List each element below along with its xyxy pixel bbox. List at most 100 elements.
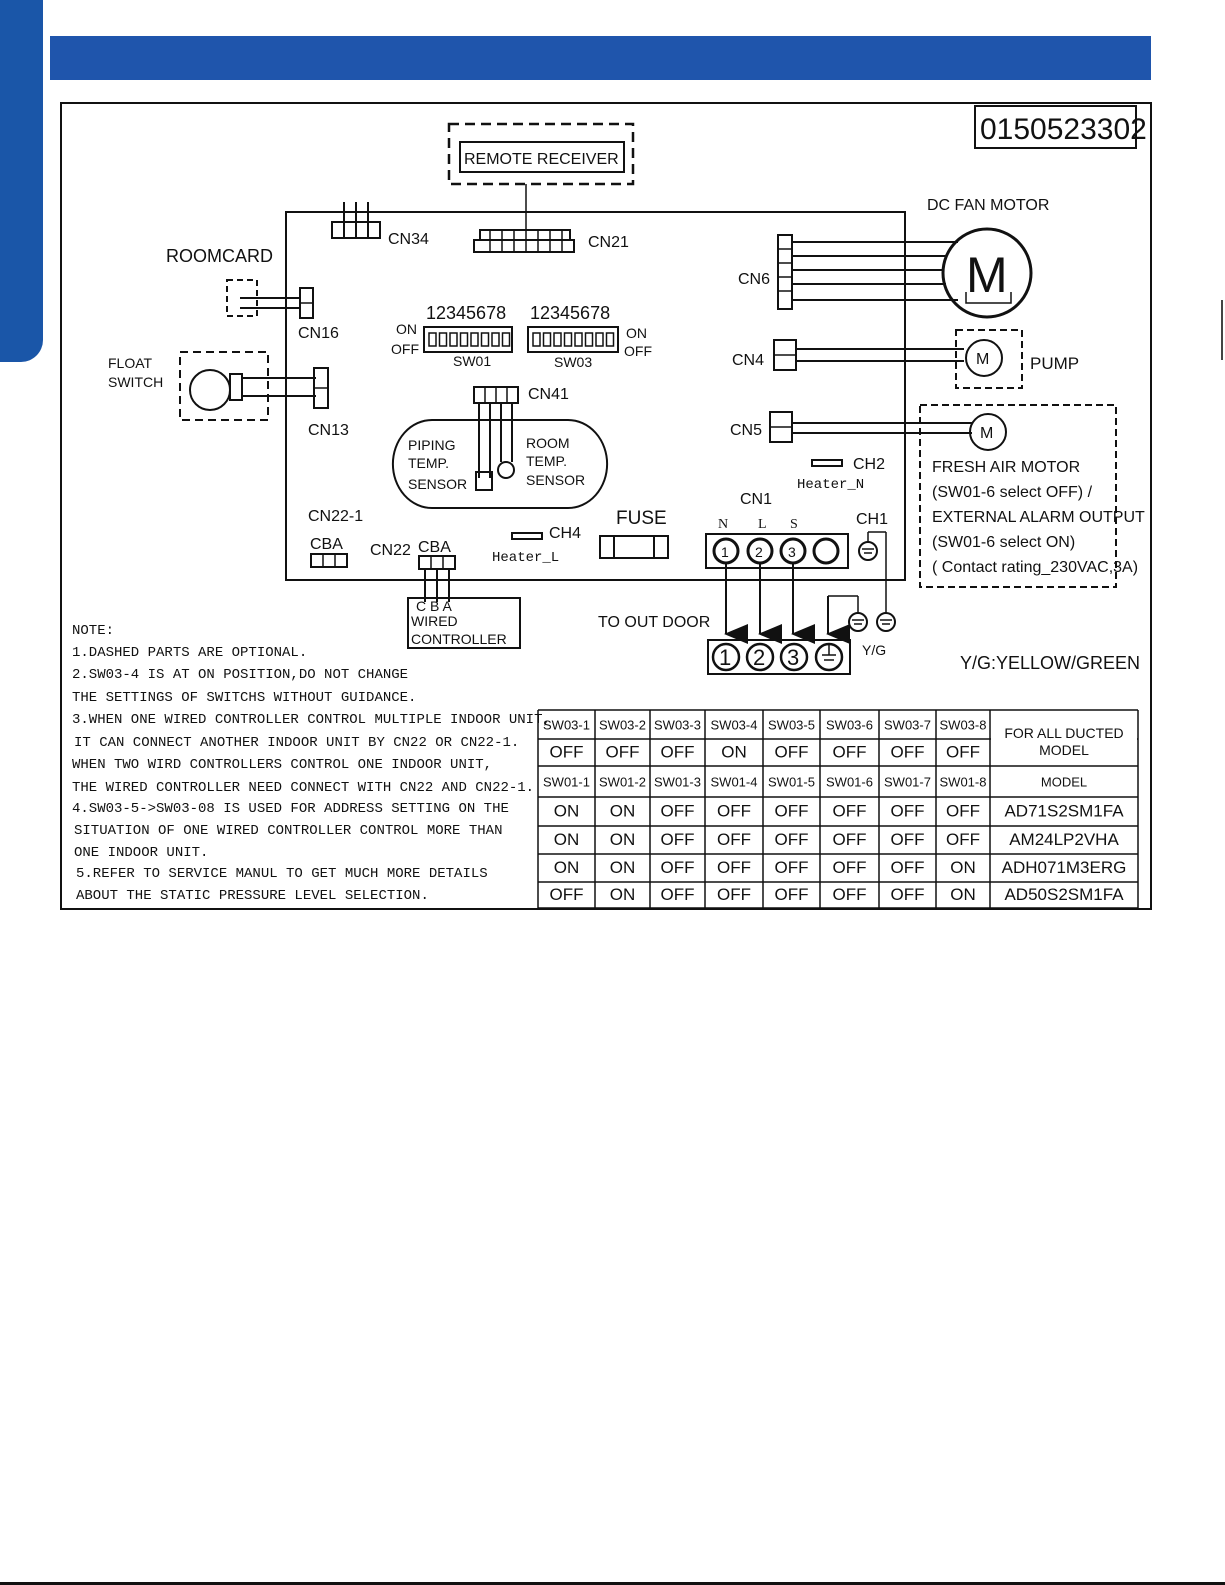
fresh-air-label-2: (SW01-6 select OFF) / — [932, 484, 1093, 501]
dip-switch-cell — [491, 332, 500, 347]
outdoor-wiring: TO OUT DOOR 1 2 3 Y/G Y/G:YELLOW/GREEN — [598, 564, 1140, 675]
table-value-cell: OFF — [891, 858, 925, 877]
table-model-cell: AD50S2SM1FA — [1004, 885, 1124, 904]
table-header-cell: SW01-2 — [599, 775, 646, 790]
table-value-cell: OFF — [775, 858, 809, 877]
table-value-cell: OFF — [661, 743, 695, 762]
table-value-cell: OFF — [550, 743, 584, 762]
fuse-label: FUSE — [616, 508, 667, 529]
note-line: ABOUT THE STATIC PRESSURE LEVEL SELECTIO… — [76, 888, 429, 904]
room-sensor-label-1: ROOM — [526, 435, 570, 451]
table-value-cell: OFF — [661, 858, 695, 877]
note-line: SITUATION OF ONE WIRED CONTROLLER CONTRO… — [74, 823, 502, 839]
note-line: 4.SW03-5->SW03-08 IS USED FOR ADDRESS SE… — [72, 801, 509, 817]
cn1-terminal: CN1 N L S 1 2 3 CH1 — [705, 491, 888, 614]
sw03-digits: 12345678 — [530, 303, 610, 323]
dip-switch-cell — [605, 332, 615, 347]
table-header-cell: SW03-6 — [826, 718, 873, 733]
notes-block: NOTE:1.DASHED PARTS ARE OPTIONAL.2.SW03-… — [72, 623, 551, 904]
table-value-cell: OFF — [891, 885, 925, 904]
table-model-cell: AM24LP2VHA — [1009, 830, 1119, 849]
note-line: 3.WHEN ONE WIRED CONTROLLER CONTROL MULT… — [72, 712, 551, 728]
wired-controller: C B A WIRED CONTROLLER — [407, 597, 521, 649]
cn22-label: CN22 — [370, 542, 411, 559]
cn22-1-cba-label: CBA — [310, 536, 343, 553]
table-header-cell: SW03-4 — [711, 718, 758, 733]
sw01-digits: 12345678 — [426, 303, 506, 323]
heater-l-label: Heater_L — [492, 550, 559, 566]
ch2-heater-n: CH2 Heater_N — [797, 456, 885, 493]
dc-fan-motor-label: DC FAN MOTOR — [927, 197, 1049, 214]
float-switch: FLOAT SWITCH CN13 — [108, 351, 349, 439]
remote-receiver-label: REMOTE RECEIVER — [464, 151, 619, 168]
note-line: 5.REFER TO SERVICE MANUL TO GET MUCH MOR… — [76, 866, 488, 882]
dip-switch-cell — [449, 332, 458, 347]
cn13-label: CN13 — [308, 422, 349, 439]
dip-switch-cell — [584, 332, 594, 347]
terminal-s-label: S — [790, 517, 798, 532]
ch4-label: CH4 — [549, 525, 581, 542]
cn5-label: CN5 — [730, 422, 762, 439]
wiring-diagram-svg: 0150523302 REMOTE RECEIVER CN34 CN21 DC … — [60, 102, 1152, 910]
room-sensor-label-2: TEMP. — [526, 453, 567, 469]
yg-label: Y/G — [862, 642, 886, 658]
wired-controller-label-1: WIRED — [411, 613, 458, 629]
to-out-door-label: TO OUT DOOR — [598, 614, 710, 631]
fan-motor-symbol: M — [966, 247, 1008, 303]
float-switch-label-2: SWITCH — [108, 374, 163, 390]
table-value-cell: OFF — [661, 802, 695, 821]
table-value-cell: ON — [721, 743, 747, 762]
outdoor-terminal-2: 2 — [753, 645, 765, 670]
cn6-label: CN6 — [738, 271, 770, 288]
table-value-cell: OFF — [775, 885, 809, 904]
dip-switch-cell — [438, 332, 448, 347]
sw03-on-label: ON — [626, 325, 647, 341]
dip-switch-cell — [501, 332, 511, 347]
fresh-air-group: CN5 M FRESH AIR MOTOR (SW01-6 select OFF… — [730, 404, 1145, 588]
note-line: THE SETTINGS OF SWITCHS WITHOUT GUIDANCE… — [72, 690, 416, 706]
note-line: IT CAN CONNECT ANOTHER INDOOR UNIT BY CN… — [74, 735, 519, 751]
table-value-cell: ON — [554, 830, 580, 849]
table-value-cell: OFF — [717, 830, 751, 849]
table-value-cell: OFF — [717, 885, 751, 904]
sw03-off-label: OFF — [624, 343, 652, 359]
table-value-cell: ON — [554, 802, 580, 821]
table-value-cell: OFF — [775, 802, 809, 821]
model-header-cell: MODEL — [1041, 775, 1087, 790]
cn21-label: CN21 — [588, 234, 629, 251]
cn21-connector: CN21 — [473, 229, 629, 253]
table-header-cell: SW03-5 — [768, 718, 815, 733]
remote-receiver: REMOTE RECEIVER — [447, 122, 635, 230]
dip-switch-cell — [542, 332, 552, 347]
table-value-cell: OFF — [775, 830, 809, 849]
table-value-cell: OFF — [833, 743, 867, 762]
table-value-cell: OFF — [946, 743, 980, 762]
table-value-cell: OFF — [891, 830, 925, 849]
note-line: WHEN TWO WIRD CONTROLLERS CONTROL ONE IN… — [72, 757, 492, 773]
table-value-cell: OFF — [946, 830, 980, 849]
cn1-label: CN1 — [740, 491, 772, 508]
table-value-cell: OFF — [717, 802, 751, 821]
table-header-cell: SW03-8 — [940, 718, 987, 733]
dip-switch-cell — [532, 332, 541, 347]
cn4-label: CN4 — [732, 352, 764, 369]
side-tab — [0, 0, 43, 362]
dip-switch-cell — [574, 332, 583, 347]
dip-switch-cell — [459, 332, 469, 347]
wiring-diagram: 0150523302 REMOTE RECEIVER CN34 CN21 DC … — [60, 102, 1152, 912]
fresh-air-label-3: EXTERNAL ALARM OUTPUT — [932, 509, 1145, 526]
wired-controller-label-2: CONTROLLER — [411, 631, 507, 647]
terminal-l-label: L — [758, 517, 767, 532]
sw01-on-label: ON — [396, 321, 417, 337]
note-line: ONE INDOOR UNIT. — [74, 845, 208, 861]
page-edge-mark — [1221, 300, 1223, 360]
diagram-code: 0150523302 — [980, 113, 1147, 146]
for-all-ducted-label: FOR ALL DUCTED — [1004, 725, 1123, 741]
pump-label: PUMP — [1030, 354, 1079, 373]
cn1-terminal-1: 1 — [721, 544, 729, 560]
cn22-connector: CN22 CBA — [370, 539, 456, 602]
table-value-cell: OFF — [833, 802, 867, 821]
sw03-label: SW03 — [554, 354, 592, 370]
table-header-cell: SW01-5 — [768, 775, 815, 790]
